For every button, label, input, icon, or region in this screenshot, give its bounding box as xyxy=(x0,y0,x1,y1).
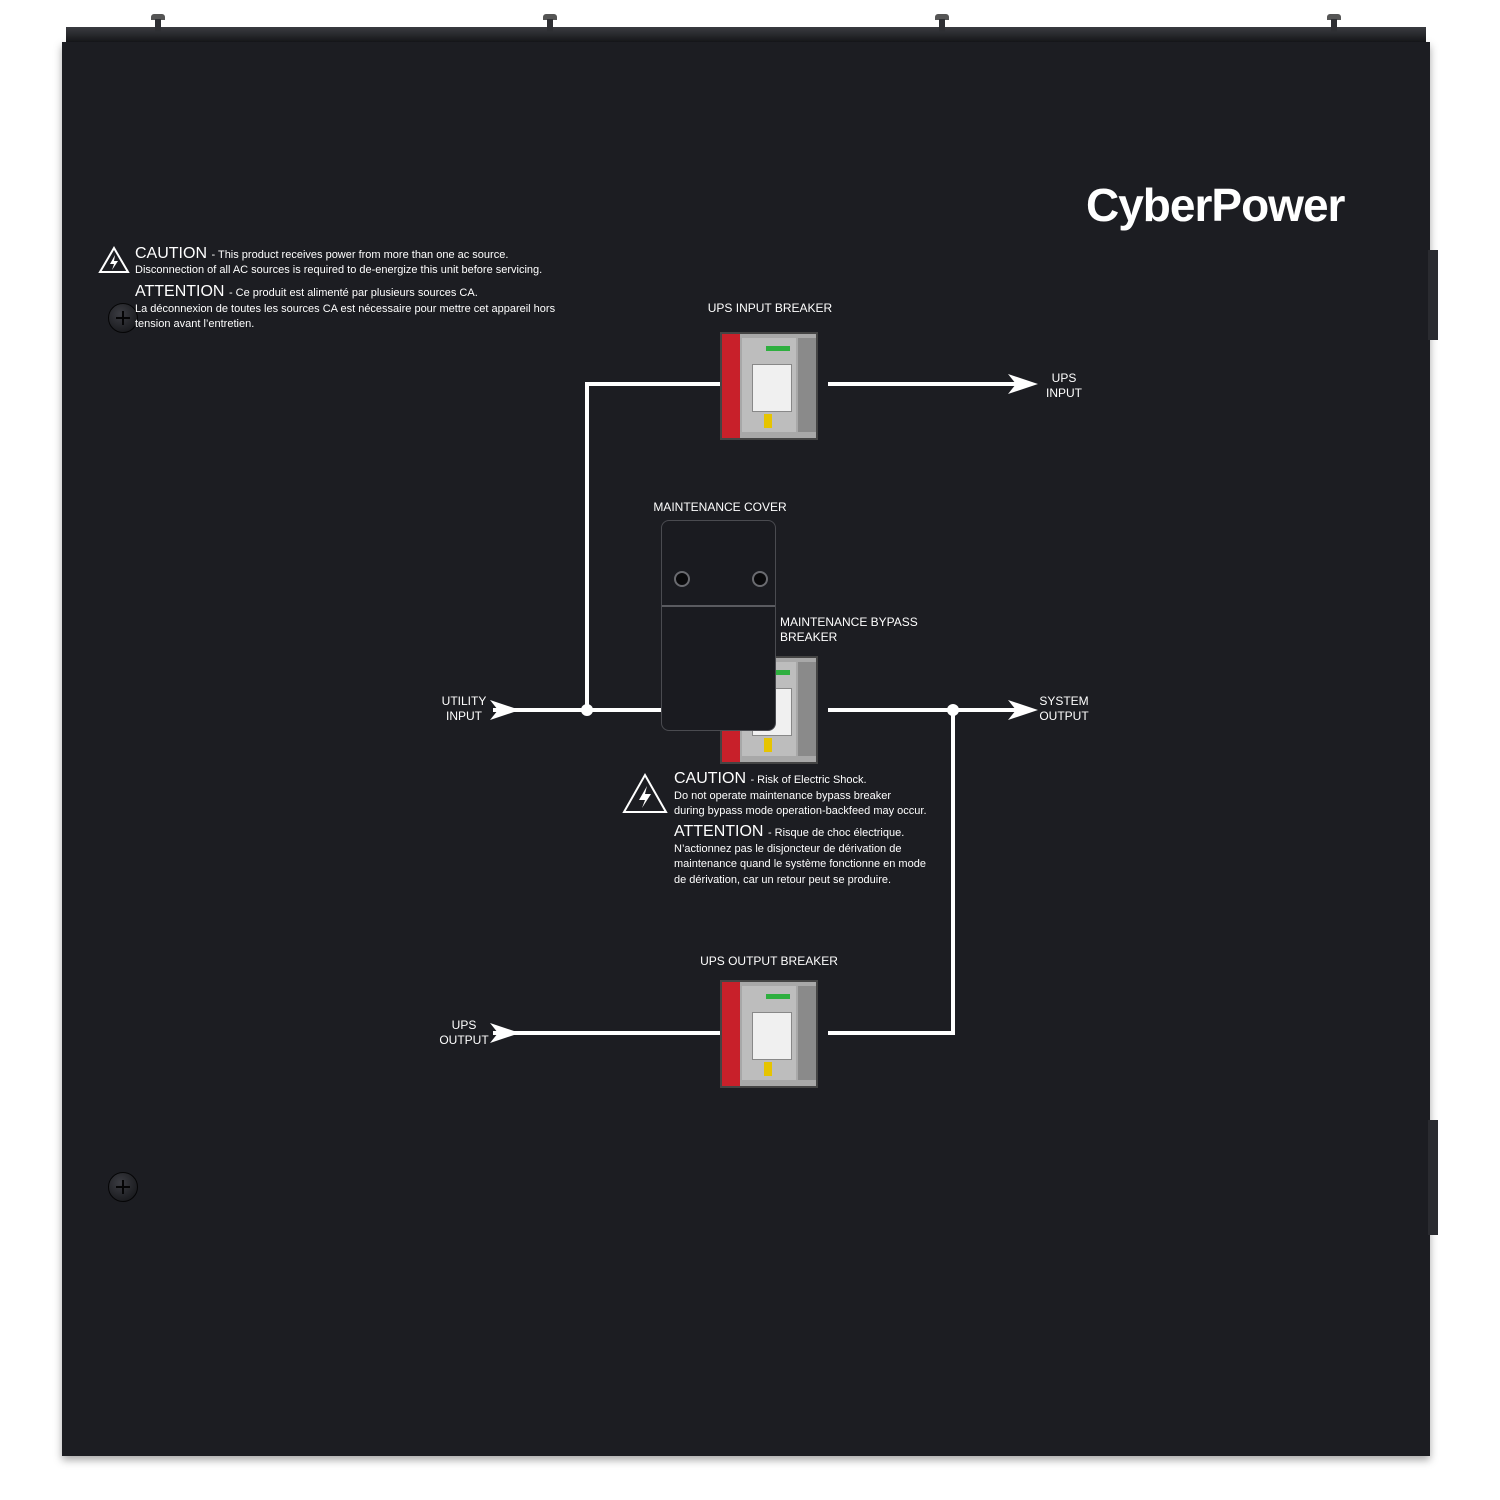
ups-input-feed-line xyxy=(585,382,720,710)
mounting-stud xyxy=(543,14,557,32)
top-caution: CAUTION - This product receives power fr… xyxy=(135,245,509,262)
warning-triangle-icon xyxy=(98,246,130,273)
arrow-right-icon xyxy=(1008,700,1038,720)
arrow-right-icon xyxy=(490,1023,520,1043)
mid-attention-line: de dérivation, car un retour peut se pro… xyxy=(674,874,892,886)
top-attention-line: tension avant l’entretien. xyxy=(135,318,255,330)
side-hinge xyxy=(1428,250,1438,340)
warning-triangle-icon xyxy=(622,772,668,813)
maintenance-cover[interactable] xyxy=(661,520,776,731)
ups-output-return-line xyxy=(828,710,955,1035)
top-caution-line: Disconnection of all AC sources is requi… xyxy=(135,264,543,276)
cyberpower-logo: CyberPower xyxy=(1086,179,1345,231)
mid-caution: CAUTION - Risk of Electric Shock. xyxy=(674,770,867,787)
mid-caution-line: Do not operate maintenance bypass breake… xyxy=(674,790,892,802)
panel-screw xyxy=(108,303,138,333)
ups-output-breaker-label: UPS OUTPUT BREAKER xyxy=(700,954,838,968)
maintenance-cover-label: MAINTENANCE COVER xyxy=(653,500,787,514)
mid-attention: ATTENTION - Risque de choc électrique. xyxy=(674,823,905,840)
ups-output-breaker[interactable] xyxy=(720,980,818,1088)
arrow-right-icon xyxy=(1008,374,1038,394)
mid-attention-line: maintenance quand le système fonctionne … xyxy=(674,858,926,870)
mid-attention-line: N’actionnez pas le disjoncteur de dériva… xyxy=(674,843,902,855)
ups-input-breaker-label: UPS INPUT BREAKER xyxy=(707,301,833,315)
mounting-stud xyxy=(151,14,165,32)
top-attention: ATTENTION - Ce produit est alimenté par … xyxy=(135,283,478,300)
junction-dot xyxy=(581,704,593,716)
mid-caution-line: during bypass mode operation-backfeed ma… xyxy=(674,805,927,817)
ups-input-breaker[interactable] xyxy=(720,332,818,440)
panel-screw xyxy=(108,1172,138,1202)
side-hinge xyxy=(1428,1120,1438,1235)
mounting-stud xyxy=(1327,14,1341,32)
junction-dot xyxy=(947,704,959,716)
panel-top-edge xyxy=(66,27,1426,42)
mounting-stud xyxy=(935,14,949,32)
top-attention-line: La déconnexion de toutes les sources CA … xyxy=(135,303,556,315)
arrow-right-icon xyxy=(490,700,520,720)
